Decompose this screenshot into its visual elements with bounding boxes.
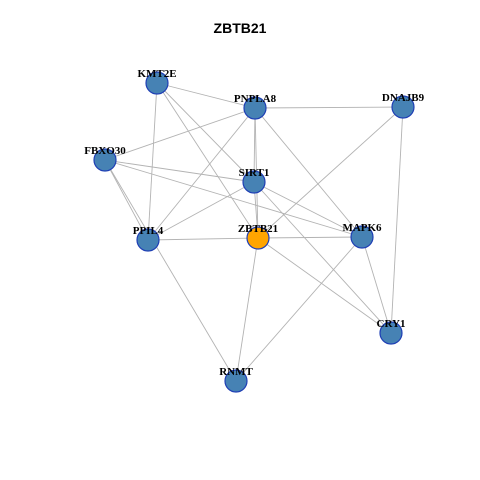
- edge-mapk6-cry1: [361, 236, 392, 334]
- edge-pnpla8-sirt1: [253, 107, 256, 183]
- edge-fbxo30-rnmt: [104, 159, 237, 382]
- node-label-pnpla8: PNPLA8: [234, 93, 277, 105]
- node-kmt2e: [145, 71, 169, 95]
- edge-pnpla8-dnajb9: [254, 106, 404, 109]
- node-label-mapk6: MAPK6: [342, 222, 382, 234]
- edge-kmt2e-sirt1: [156, 82, 255, 183]
- edge-layer: [104, 82, 404, 382]
- node-ppil4: [136, 228, 160, 252]
- edge-pnpla8-fbxo30: [104, 107, 256, 161]
- node-rnmt: [224, 369, 248, 393]
- edge-sirt1-mapk6: [253, 181, 363, 238]
- edge-sirt1-ppil4: [147, 181, 255, 241]
- node-zbtb21: [246, 226, 270, 250]
- edge-pnpla8-mapk6: [254, 107, 363, 238]
- node-layer: [93, 71, 415, 393]
- node-label-kmt2e: KMT2E: [137, 68, 176, 80]
- edge-kmt2e-pnpla8: [156, 82, 256, 109]
- node-label-cry1: CRY1: [377, 318, 406, 330]
- node-label-rnmt: RNMT: [219, 366, 253, 378]
- edge-kmt2e-zbtb21: [156, 82, 259, 239]
- edge-sirt1-cry1: [253, 181, 392, 334]
- edge-fbxo30-sirt1: [104, 159, 255, 183]
- node-mapk6: [350, 225, 374, 249]
- node-label-sirt1: SIRT1: [239, 167, 270, 179]
- edge-dnajb9-zbtb21: [257, 106, 404, 239]
- edge-kmt2e-ppil4: [147, 82, 158, 241]
- edge-dnajb9-cry1: [390, 106, 404, 334]
- node-dnajb9: [391, 95, 415, 119]
- edge-fbxo30-ppil4: [104, 159, 149, 241]
- edge-zbtb21-cry1: [257, 237, 392, 334]
- node-fbxo30: [93, 148, 117, 172]
- node-sirt1: [242, 170, 266, 194]
- node-label-fbxo30: FBXO30: [84, 145, 126, 157]
- edge-fbxo30-mapk6: [104, 159, 363, 238]
- node-cry1: [379, 321, 403, 345]
- edge-mapk6-rnmt: [235, 236, 363, 382]
- edge-zbtb21-rnmt: [235, 237, 259, 382]
- edge-ppil4-zbtb21: [147, 237, 259, 241]
- node-label-dnajb9: DNAJB9: [382, 92, 425, 104]
- diagram-title: ZBTB21: [213, 20, 267, 36]
- node-label-zbtb21: ZBTB21: [238, 223, 278, 235]
- node-label-ppil4: PPIL4: [133, 225, 164, 237]
- node-pnpla8: [243, 96, 267, 120]
- edge-zbtb21-mapk6: [257, 236, 363, 239]
